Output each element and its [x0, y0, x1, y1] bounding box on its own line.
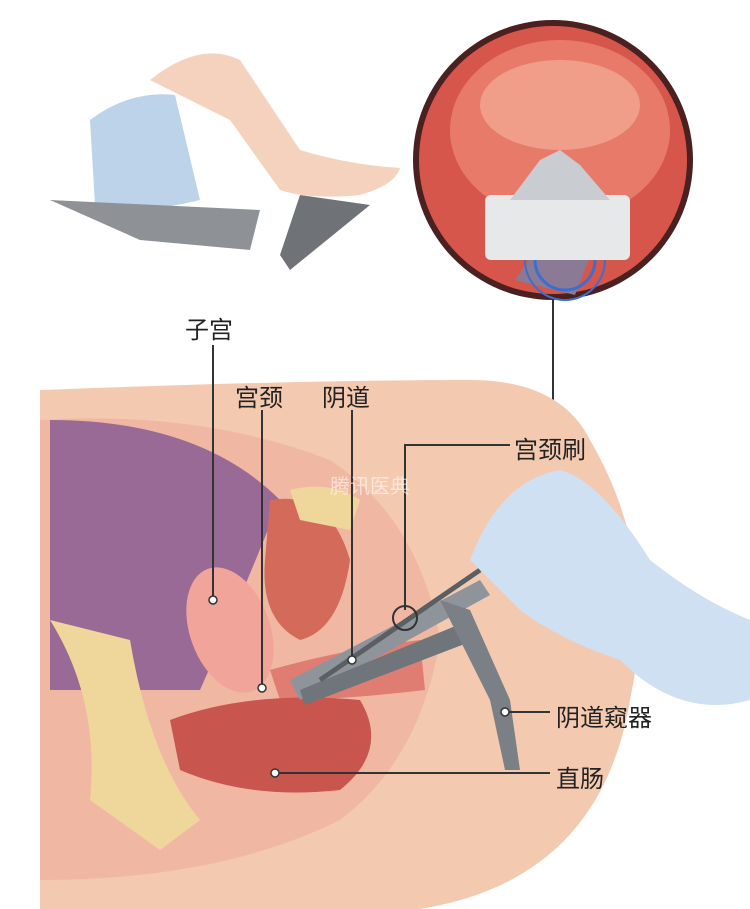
- label-rectum: 直肠: [556, 765, 604, 793]
- label-vagina: 阴道: [322, 384, 370, 412]
- cervix-inset: [413, 20, 693, 301]
- gloved-hand: [470, 470, 750, 705]
- pelvis-cross-section: [40, 380, 639, 909]
- speculum-illustration: [290, 567, 520, 770]
- watermark: 腾讯医典: [330, 474, 410, 498]
- label-cervical-brush: 宫颈刷: [514, 436, 586, 464]
- label-uterus: 子宫: [185, 316, 233, 344]
- patient-legs-illustration: [50, 53, 400, 270]
- label-cervix: 宫颈: [235, 384, 283, 412]
- leader-lines: [212, 345, 550, 774]
- label-speculum: 阴道窥器: [556, 704, 652, 732]
